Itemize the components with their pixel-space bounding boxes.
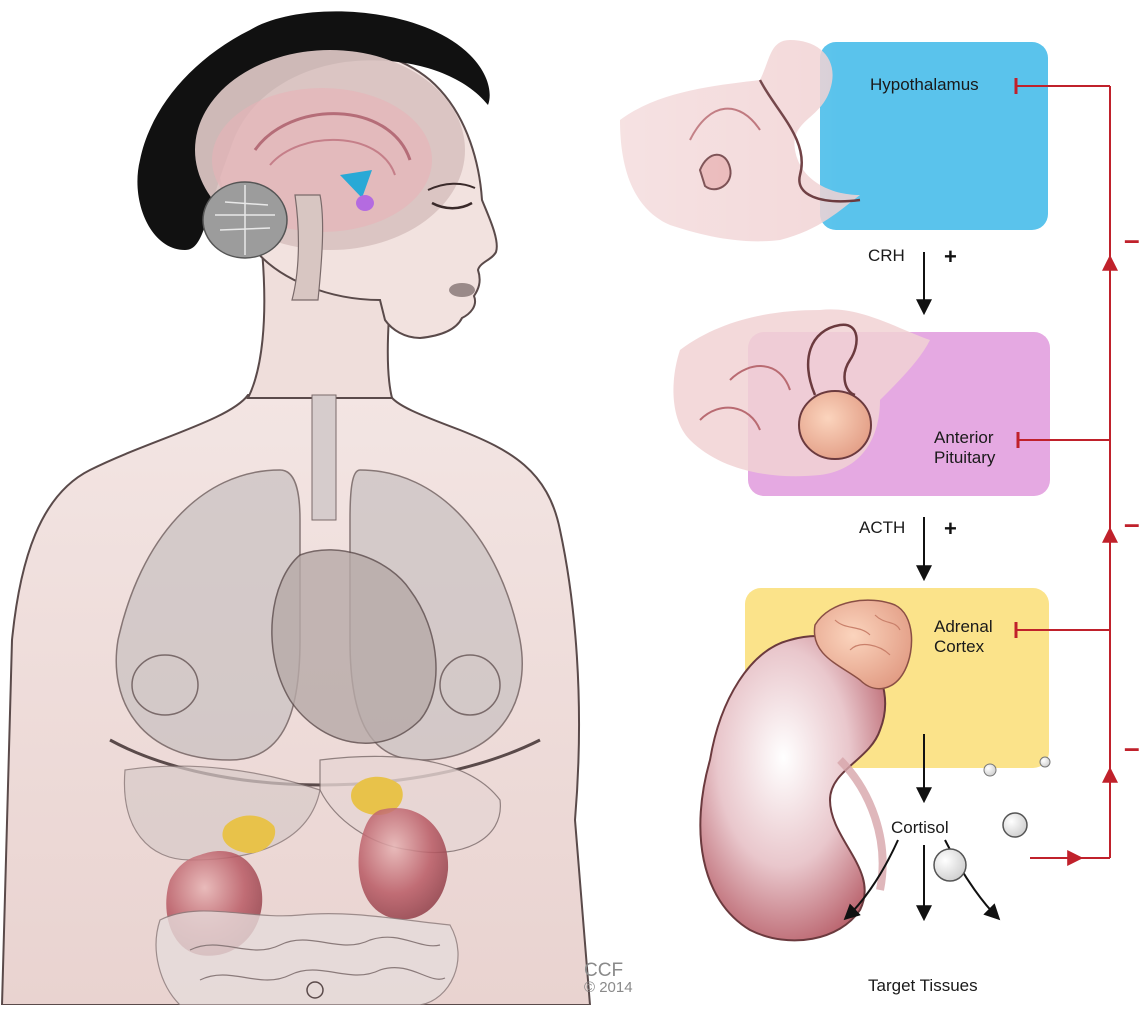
adrenal-cortex-line1: Adrenal [934, 617, 993, 636]
inhibit-sign-bottom: – [1124, 732, 1140, 764]
crh-plus-sign: + [944, 244, 957, 270]
anterior-pituitary-label: Anterior Pituitary [934, 428, 995, 468]
cortisol-bubbles [934, 757, 1050, 881]
hypothalamus-label: Hypothalamus [870, 75, 979, 95]
pituitary-gland [799, 391, 871, 459]
credit-ccf: CCF [584, 962, 633, 979]
lips [449, 283, 475, 297]
hypothalamus-section [600, 40, 1048, 260]
copyright-credit: CCF © 2014 [584, 962, 633, 996]
pituitary-section [673, 309, 1050, 496]
adrenal-cortex-line2: Cortex [934, 637, 984, 656]
adrenal-section [700, 588, 1049, 940]
inhibit-sign-top: – [1124, 224, 1140, 256]
acth-plus-sign: + [944, 516, 957, 542]
adrenal-cortex-label: Adrenal Cortex [934, 617, 993, 657]
crh-label: CRH [868, 246, 905, 266]
acth-label: ACTH [859, 518, 905, 538]
body-figure [2, 11, 590, 1005]
anterior-pituitary-line1: Anterior [934, 428, 994, 447]
cortisol-label: Cortisol [891, 818, 949, 838]
target-tissues-label: Target Tissues [868, 976, 978, 996]
inhibit-sign-middle: – [1124, 508, 1140, 540]
anterior-pituitary-line2: Pituitary [934, 448, 995, 467]
credit-year: © 2014 [584, 979, 633, 996]
pituitary-mini [356, 195, 374, 211]
trachea [312, 395, 336, 520]
